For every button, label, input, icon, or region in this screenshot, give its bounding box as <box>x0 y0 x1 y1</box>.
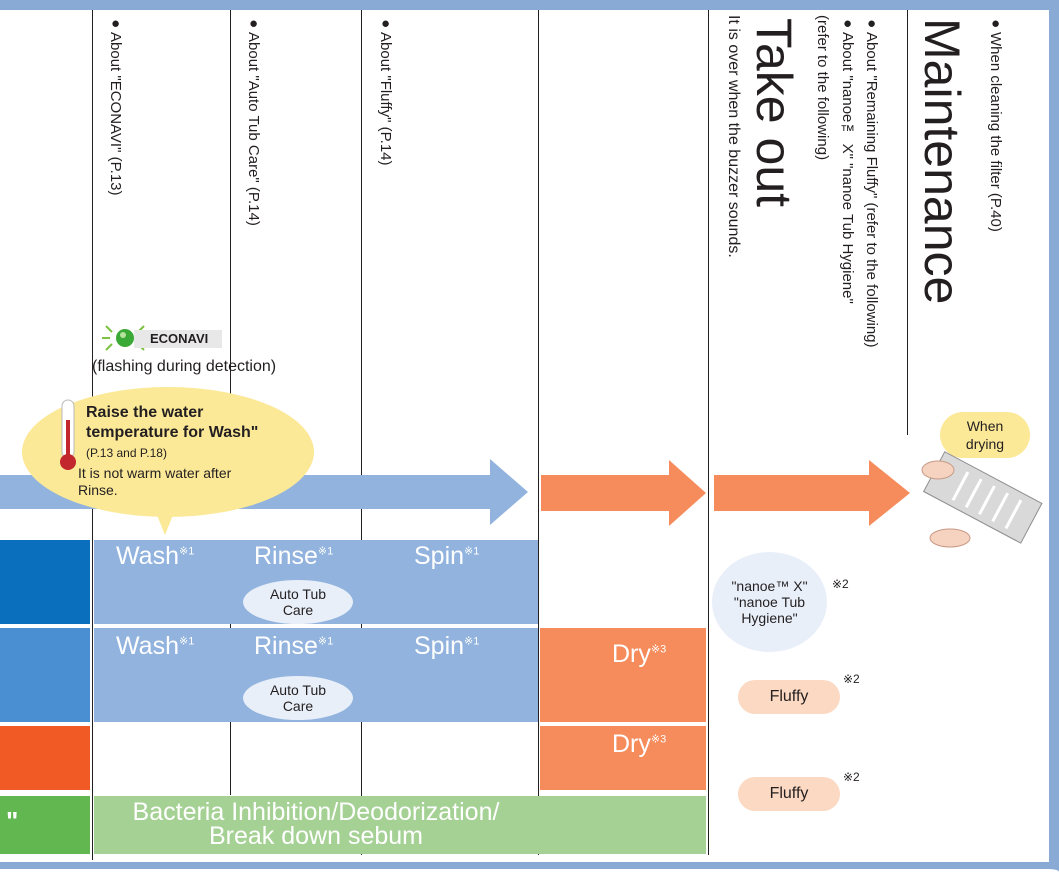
row1-label-block <box>0 540 90 624</box>
when-drying-line2: drying <box>965 436 1005 452</box>
row2-fluffy-pill: Fluffy <box>738 680 840 714</box>
note-remaining-fluffy[interactable]: ●About "Remaining Fluffy" (refer to the … <box>863 15 880 348</box>
row3-label-block <box>0 726 90 790</box>
note-auto-tub-care[interactable]: ●About "Auto Tub Care" (P.14) <box>245 15 262 226</box>
row4-line2: Break down sebum <box>208 822 423 850</box>
maintenance-heading: Maintenance <box>914 18 970 305</box>
callout-title-line2: temperature for Wash" <box>86 424 259 441</box>
econavi-lamp-icon <box>102 325 222 351</box>
row4-label-block <box>0 796 90 854</box>
econavi-caption: (flashing during detection) <box>92 358 277 375</box>
row2-fluffy-note-mark: ※2 <box>843 672 860 686</box>
callout-title-line1: Raise the water <box>86 404 204 421</box>
process-arrow-orange <box>541 460 706 526</box>
row1-wash: Wash※1 <box>116 542 195 570</box>
column-divider <box>907 10 908 435</box>
row2-dry-band <box>540 628 706 722</box>
row3-fluffy-pill: Fluffy <box>738 777 840 811</box>
frame-right-border <box>1049 0 1059 877</box>
row3-fluffy-note-mark: ※2 <box>843 770 860 784</box>
row3-dry-band <box>540 726 706 790</box>
column-divider <box>538 10 539 855</box>
callout-ref: (P.13 and P.18) <box>86 446 167 460</box>
row2-spin: Spin※1 <box>414 632 480 660</box>
callout-title: Raise the water temperature for Wash" <box>86 403 258 443</box>
nanoe-bubble: "nanoe™ X" "nanoe Tub Hygiene" <box>712 552 827 652</box>
note-nanoe-ref[interactable]: (refer to the following) <box>814 15 831 161</box>
column-divider <box>708 10 709 855</box>
row2-label-block <box>0 628 90 722</box>
row4-process-band <box>94 796 706 854</box>
nanoe-note-mark: ※2 <box>832 577 849 591</box>
take-out-desc: It is over when the buzzer sounds. <box>725 15 742 258</box>
when-drying-bubble: When drying <box>940 412 1030 458</box>
column-divider <box>361 10 362 855</box>
thermometer-icon <box>60 399 76 470</box>
callout-desc-line1: It is not warm water after <box>78 465 232 481</box>
column-divider <box>230 10 231 470</box>
row2-rinse: Rinse※1 <box>254 632 334 660</box>
nanoe-line1: "nanoe™ X" <box>731 578 808 594</box>
note-econavi[interactable]: ●About "ECONAVI" (P.13) <box>107 15 124 196</box>
row3-dry: Dry※3 <box>612 730 667 758</box>
frame-bottom-border <box>0 862 1059 877</box>
row4-label: " <box>6 806 19 836</box>
process-arrow-orange-2 <box>714 460 910 526</box>
row4-text: Bacteria Inhibition/Deodorization/ Break… <box>94 798 538 850</box>
econavi-logo: ECONAVI <box>98 322 228 354</box>
filter-cleaning-illustration <box>921 451 1043 548</box>
row4-line1: Bacteria Inhibition/Deodorization/ <box>132 798 500 826</box>
row1-rinse: Rinse※1 <box>254 542 334 570</box>
nanoe-line2: "nanoe Tub <box>733 594 806 610</box>
note-fluffy[interactable]: ●About "Fluffy" (P.14) <box>377 15 394 166</box>
row2-wash: Wash※1 <box>116 632 195 660</box>
take-out-heading: Take out <box>746 18 802 208</box>
note-filter[interactable]: ●When cleaning the filter (P.40) <box>987 15 1004 232</box>
note-nanoe[interactable]: ●About "nanoe™ X" "nanoe Tub Hygiene" <box>839 15 856 304</box>
callout-desc-line2: Rinse. <box>78 482 118 498</box>
nanoe-line3: Hygiene" <box>741 610 798 626</box>
when-drying-line1: When <box>966 418 1004 434</box>
callout-bubble <box>22 387 314 535</box>
frame-top-border <box>0 0 1059 10</box>
econavi-logo-text: ECONAVI <box>150 331 209 346</box>
row1-spin: Spin※1 <box>414 542 480 570</box>
row2-dry: Dry※3 <box>612 640 667 668</box>
callout-desc: It is not warm water after Rinse. <box>78 465 231 499</box>
